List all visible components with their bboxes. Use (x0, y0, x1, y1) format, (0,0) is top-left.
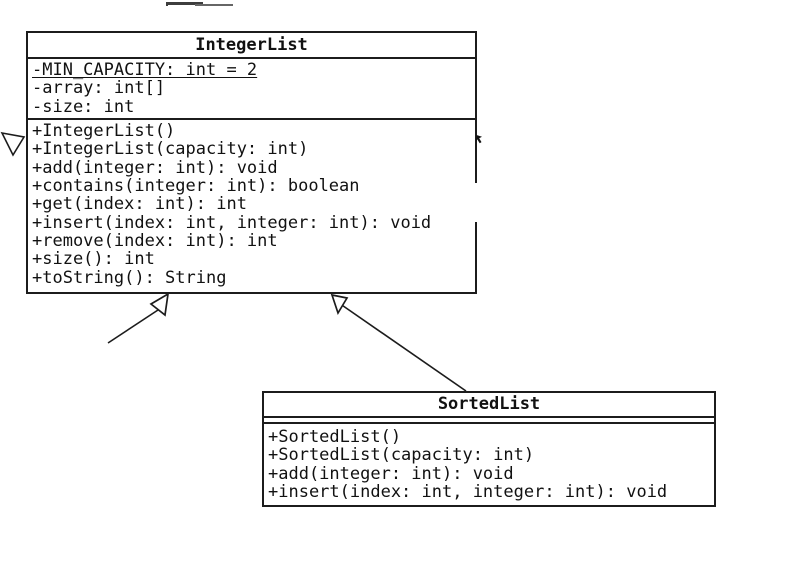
inheritance-arrowhead-icon (149, 292, 170, 317)
inheritance-arrow-sortedlist (330, 293, 467, 392)
class-title-integerlist: IntegerList (28, 33, 475, 59)
method: +SortedList(capacity: int) (268, 445, 535, 466)
attributes-compartment: -MIN_CAPACITY: int = 2 -array: int[] -si… (28, 59, 475, 120)
method: +IntegerList() (32, 121, 176, 141)
method: +toString(): String (32, 267, 227, 288)
methods-compartment: +IntegerList() +IntegerList(capacity: in… (28, 120, 475, 292)
attribute: -MIN_CAPACITY: int = 2 (32, 60, 258, 80)
method: +add(integer: int): void (268, 463, 514, 484)
method: +get(index: int): int (32, 194, 247, 215)
attribute: -size: int (32, 96, 135, 117)
class-box-sortedlist: SortedList +SortedList() +SortedList(cap… (262, 391, 716, 507)
method: +remove(index: int): int (32, 230, 278, 251)
inheritance-arrowhead-icon (0, 131, 26, 157)
inheritance-arrowhead-icon (330, 293, 349, 316)
method: +insert(index: int, integer: int): void (32, 212, 432, 233)
methods-compartment: +SortedList() +SortedList(capacity: int)… (264, 424, 714, 505)
method: +add(integer: int): void (32, 157, 278, 178)
method: +insert(index: int, integer: int): void (268, 481, 668, 502)
method: +SortedList() (268, 427, 402, 447)
inheritance-arrow-left (107, 292, 170, 344)
top-edge-scribble (166, 2, 233, 6)
attribute: -array: int[] (32, 78, 166, 99)
method: +size(): int (32, 249, 155, 270)
method: +IntegerList(capacity: int) (32, 139, 309, 160)
class-box-integerlist: IntegerList -MIN_CAPACITY: int = 2 -arra… (26, 31, 477, 294)
class-title-sortedlist: SortedList (264, 393, 714, 418)
attributes-compartment-empty (264, 418, 714, 424)
method: +contains(integer: int): boolean (32, 175, 360, 196)
